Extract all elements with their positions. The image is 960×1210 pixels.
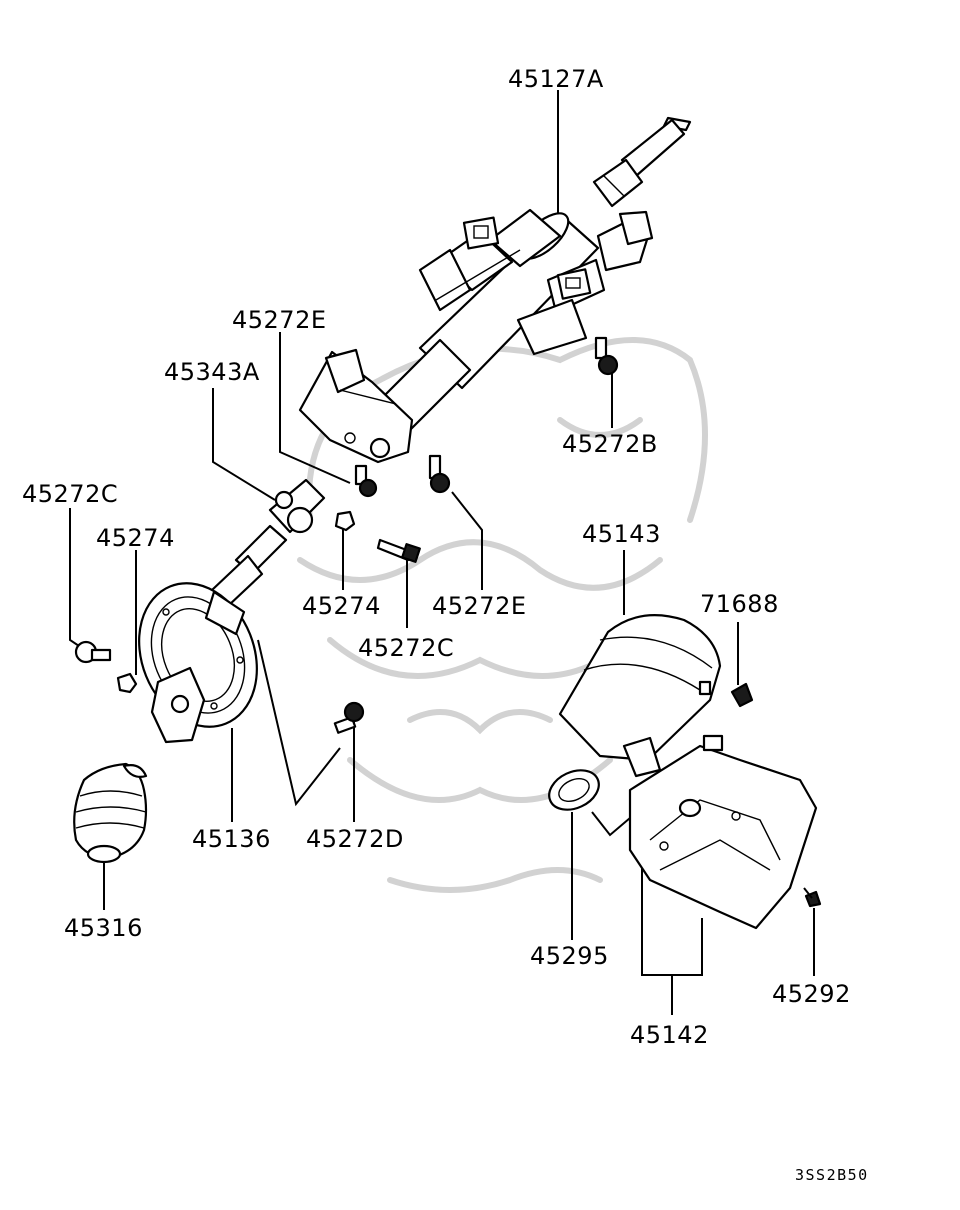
- label-71688: 71688: [700, 590, 779, 618]
- bolt-45272C-left: [74, 640, 112, 664]
- screw-45292: [803, 887, 822, 908]
- steering-column-45127A: [298, 116, 692, 464]
- label-45274-left: 45274: [96, 524, 175, 552]
- label-45127A: 45127A: [508, 65, 604, 93]
- label-45136: 45136: [192, 825, 271, 853]
- bolt-45272E-upper: [354, 464, 378, 498]
- dust-boot-45316: [73, 762, 148, 864]
- column-cover-upper-45143: [558, 614, 722, 778]
- label-45295: 45295: [530, 942, 609, 970]
- watermark-emblem: [297, 337, 708, 893]
- clip-71688: [730, 682, 754, 708]
- label-45142: 45142: [630, 1021, 709, 1049]
- nut-45274-mid: [334, 510, 356, 532]
- intermediate-shaft-45343A: [210, 478, 326, 608]
- label-45143: 45143: [582, 520, 661, 548]
- label-45316: 45316: [64, 914, 143, 942]
- label-45272C-mid: 45272C: [358, 634, 454, 662]
- label-45343A: 45343A: [164, 358, 260, 386]
- bolt-45272C-mid: [376, 538, 421, 563]
- leader-lines: [69, 90, 815, 1015]
- label-45272B: 45272B: [562, 430, 658, 458]
- label-45272E-top: 45272E: [232, 306, 327, 334]
- boot-plate-45136: [138, 582, 258, 744]
- part-labels: 45127A 45272E 45343A 45272B 45272C 45274…: [22, 65, 869, 1184]
- ring-45295: [548, 769, 600, 811]
- label-45272E-mid: 45272E: [432, 592, 527, 620]
- column-cover-lower-45142: [628, 734, 818, 930]
- label-45272C-left: 45272C: [22, 480, 118, 508]
- nut-45274-left: [116, 672, 138, 694]
- bolt-45272B: [594, 336, 619, 376]
- label-45292: 45292: [772, 980, 851, 1008]
- label-45274-mid: 45274: [302, 592, 381, 620]
- bolt-45272E-lower: [428, 454, 451, 494]
- bolt-45272D: [333, 701, 365, 734]
- label-45272D: 45272D: [306, 825, 404, 853]
- diagram-code: 3SS2B50: [795, 1166, 869, 1184]
